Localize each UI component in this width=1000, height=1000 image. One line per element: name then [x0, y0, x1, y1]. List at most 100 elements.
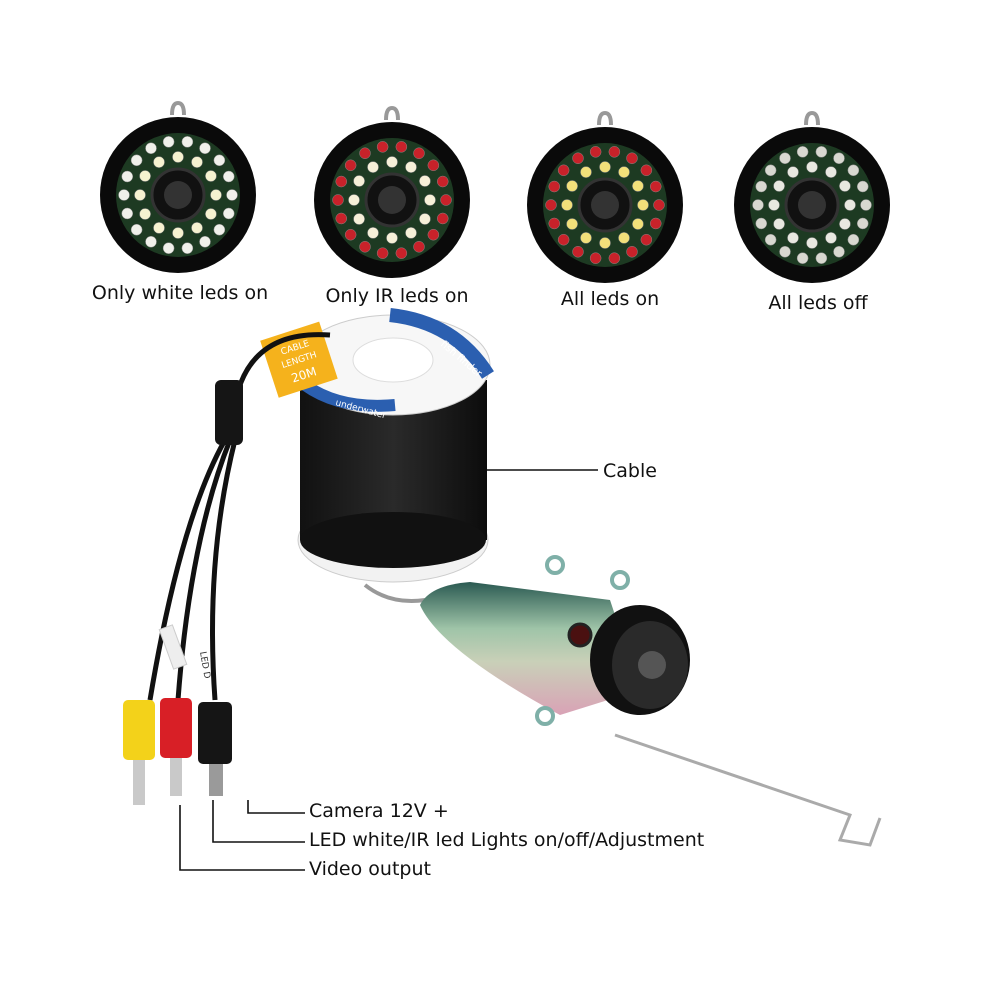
- rca-led-plug: [160, 698, 192, 796]
- led: [134, 189, 146, 201]
- led: [440, 194, 452, 206]
- led: [580, 232, 592, 244]
- led: [395, 141, 408, 153]
- led: [153, 156, 165, 168]
- led: [566, 180, 578, 192]
- led: [779, 246, 791, 258]
- led-mode-cameras: [100, 100, 890, 283]
- led: [353, 213, 365, 225]
- led: [213, 223, 226, 236]
- led: [815, 146, 828, 158]
- led: [557, 164, 570, 177]
- led: [825, 232, 837, 244]
- led: [118, 189, 130, 201]
- led: [796, 146, 809, 158]
- led: [839, 180, 851, 192]
- led: [386, 232, 398, 244]
- led: [618, 166, 630, 178]
- led: [367, 227, 379, 239]
- led: [599, 161, 611, 173]
- led: [359, 241, 371, 253]
- led: [856, 180, 869, 193]
- led: [566, 218, 578, 230]
- led: [860, 199, 872, 211]
- led: [359, 147, 371, 159]
- hook-icon: [804, 110, 820, 126]
- led: [199, 142, 211, 154]
- led: [130, 223, 143, 236]
- led: [755, 180, 768, 193]
- led: [139, 170, 151, 182]
- led: [833, 246, 845, 258]
- led: [626, 152, 638, 164]
- led: [376, 141, 389, 153]
- led: [856, 217, 869, 230]
- led: [839, 218, 851, 230]
- led: [145, 236, 157, 248]
- camera-front-0: [100, 100, 256, 273]
- led: [779, 152, 791, 164]
- led: [768, 199, 780, 211]
- led: [608, 252, 621, 264]
- hook-icon: [384, 105, 400, 121]
- led: [386, 156, 398, 168]
- underwater-camera: [420, 555, 882, 847]
- hook-icon: [597, 110, 613, 126]
- caption-all-leds-off: All leds off: [768, 292, 868, 314]
- led: [618, 232, 630, 244]
- cable-tag: LED D: [197, 651, 212, 680]
- caption-white-leds: Only white leds on: [91, 282, 269, 304]
- led: [367, 161, 379, 173]
- camera-front-1: [314, 105, 470, 278]
- led: [548, 180, 561, 193]
- led: [436, 212, 449, 225]
- led: [427, 228, 440, 241]
- led: [653, 199, 665, 211]
- led: [335, 175, 348, 188]
- led: [121, 170, 134, 183]
- led: [580, 166, 592, 178]
- led: [764, 164, 777, 177]
- led: [222, 170, 235, 183]
- led: [589, 146, 602, 158]
- led: [847, 164, 860, 177]
- led: [825, 166, 837, 178]
- led: [752, 199, 764, 211]
- led: [145, 142, 157, 154]
- led: [344, 159, 357, 172]
- led: [640, 233, 653, 246]
- camera-front-2: [527, 110, 683, 283]
- led: [640, 164, 653, 177]
- cable-spool: fish finder underwater CABLE LENGTH 20M: [260, 308, 494, 583]
- led: [649, 180, 662, 193]
- dc-power-plug: [198, 702, 232, 796]
- caption-ir-leds: Only IR leds on: [325, 285, 469, 307]
- led: [649, 217, 662, 230]
- led: [205, 170, 217, 182]
- led: [191, 222, 203, 234]
- led: [548, 217, 561, 230]
- led: [172, 151, 184, 163]
- led: [395, 247, 408, 259]
- led: [181, 136, 194, 148]
- led: [199, 236, 211, 248]
- led: [191, 156, 203, 168]
- hook-icon: [170, 100, 186, 116]
- led: [222, 207, 235, 220]
- label-cable: Cable: [603, 460, 657, 482]
- led: [162, 242, 175, 254]
- led: [632, 180, 644, 192]
- led: [181, 242, 194, 254]
- caption-all-leds-on: All leds on: [560, 288, 660, 310]
- led: [121, 207, 134, 220]
- led: [427, 159, 440, 172]
- led: [436, 175, 449, 188]
- label-camera-power: Camera 12V +: [309, 800, 449, 822]
- led: [561, 199, 573, 211]
- led: [632, 218, 644, 230]
- cable-splitter: [215, 380, 243, 445]
- led: [413, 241, 425, 253]
- led: [806, 237, 818, 249]
- led: [599, 237, 611, 249]
- led: [844, 199, 856, 211]
